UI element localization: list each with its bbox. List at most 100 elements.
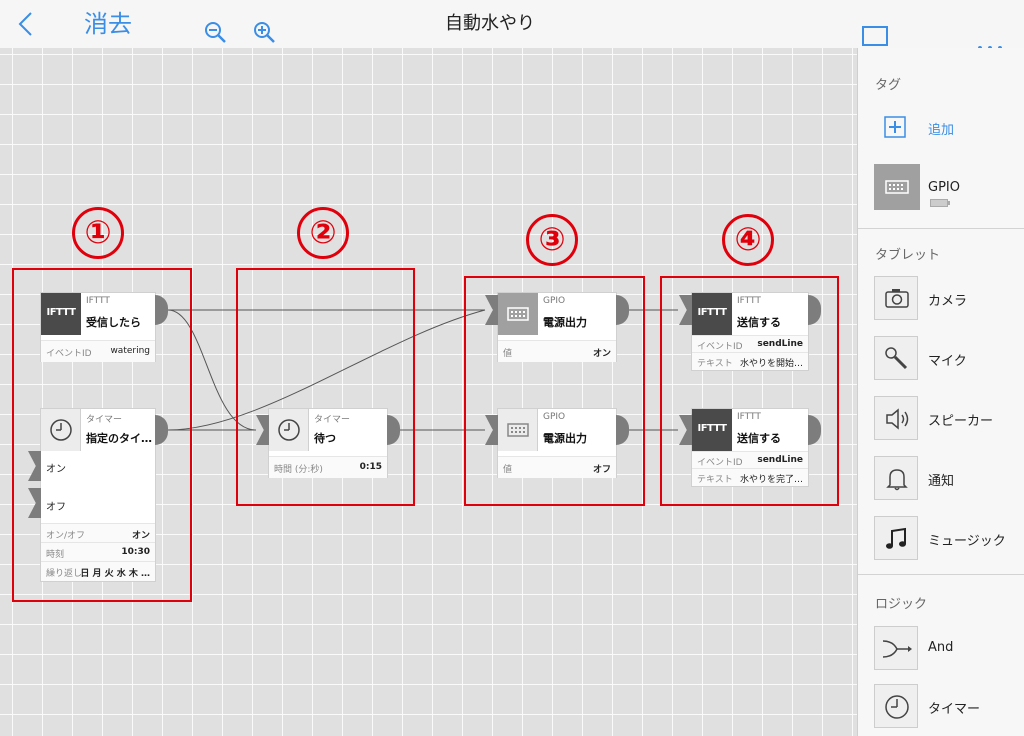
panel-button[interactable]	[862, 14, 888, 62]
annotation-box-3	[464, 276, 645, 506]
zoom-out-button[interactable]	[203, 12, 227, 60]
node-property[interactable]: 時間 (分:秒) 0:15	[269, 456, 387, 478]
gpio-icon	[498, 409, 538, 451]
sidebar-item-and[interactable]	[874, 626, 918, 670]
ifttt-icon: IFTTT	[41, 293, 81, 335]
property-key: 時刻	[46, 550, 65, 560]
music-note-icon	[886, 527, 906, 549]
clock-icon	[885, 695, 909, 719]
speaker-icon	[886, 408, 909, 430]
output-port[interactable]	[387, 415, 400, 445]
section-header-logic: ロジック	[875, 597, 928, 612]
node-ifttt-receive[interactable]: IFTTT IFTTT 受信したら イベントID watering	[41, 293, 155, 362]
node-property[interactable]: イベントID sendLine	[692, 335, 808, 353]
node-name: 指定のタイ…	[86, 432, 152, 445]
gpio-icon	[874, 164, 920, 210]
property-key: テキスト	[697, 359, 733, 369]
annotation-number-3: ③	[526, 214, 578, 266]
camera-icon	[885, 289, 909, 308]
output-port[interactable]	[616, 295, 629, 325]
back-button[interactable]	[16, 0, 36, 64]
node-property[interactable]: イベントID sendLine	[692, 451, 808, 469]
node-property[interactable]: イベントID watering	[41, 340, 155, 362]
delete-button[interactable]: 消去	[84, 10, 132, 38]
node-ifttt-send-complete[interactable]: IFTTT IFTTT 送信する イベントID sendLine テキスト 水や…	[692, 409, 808, 486]
node-type: GPIO	[543, 412, 566, 422]
gpio-label: GPIO	[928, 180, 960, 195]
add-tag-button[interactable]: 追加	[884, 116, 1004, 140]
node-name: 待つ	[314, 432, 336, 445]
node-type: IFTTT	[737, 412, 761, 422]
node-gpio-power-on[interactable]: GPIO 電源出力 値 オン	[498, 293, 616, 362]
property-key: イベントID	[46, 349, 92, 359]
property-value: 水やりを開始…	[739, 359, 803, 369]
property-value: オフ	[592, 465, 611, 475]
annotation-number-4: ④	[722, 214, 774, 266]
node-property[interactable]: テキスト 水やりを開始…	[692, 352, 808, 370]
property-value: 10:30	[121, 547, 150, 557]
node-type: タイマー	[86, 415, 123, 425]
and-merge-icon	[882, 640, 912, 658]
off-output-label: オフ	[46, 502, 66, 513]
annotation-number-1: ①	[72, 207, 124, 259]
node-timer-wait[interactable]: タイマー 待つ 時間 (分:秒) 0:15	[269, 409, 387, 478]
output-port[interactable]	[808, 415, 821, 445]
property-value: 0:15	[359, 462, 382, 472]
page-title: 自動水やり	[445, 13, 535, 34]
node-gpio-power-off[interactable]: GPIO 電源出力 値 オフ	[498, 409, 616, 478]
sidebar-item-camera[interactable]	[874, 276, 918, 320]
node-name: 送信する	[737, 432, 781, 445]
property-key: 値	[503, 349, 513, 359]
zoom-in-icon	[254, 22, 275, 43]
chevron-left-icon	[18, 12, 32, 36]
property-key: 時間 (分:秒)	[274, 465, 323, 475]
panel-icon	[862, 26, 888, 46]
output-port[interactable]	[808, 295, 821, 325]
property-key: イベントID	[697, 458, 743, 468]
property-value: sendLine	[757, 455, 803, 465]
annotation-number-2: ②	[297, 207, 349, 259]
property-key: テキスト	[697, 475, 733, 485]
connection-lines	[167, 309, 678, 431]
bell-icon	[886, 469, 908, 491]
property-value: 水やりを完了…	[739, 475, 803, 485]
annotation-box-2	[236, 268, 415, 506]
output-port[interactable]	[616, 415, 629, 445]
node-property[interactable]: 値 オン	[498, 340, 616, 362]
sidebar-item-speaker[interactable]	[874, 396, 918, 440]
sidebar-item-timer[interactable]	[874, 684, 918, 728]
node-property[interactable]: 繰り返し 日 月 火 水 木 …	[41, 561, 155, 581]
node-name: 電源出力	[543, 432, 587, 445]
node-property[interactable]: テキスト 水やりを完了…	[692, 468, 808, 486]
node-property[interactable]: オン/オフ オン	[41, 523, 155, 543]
add-tag-label: 追加	[928, 123, 955, 138]
flow-canvas[interactable]: ① ② ③ ④ IFTTT IFTTT 受信したら イベントID waterin…	[0, 48, 857, 736]
output-port[interactable]	[155, 295, 168, 325]
plus-icon	[884, 116, 906, 138]
node-ifttt-send-start[interactable]: IFTTT IFTTT 送信する イベントID sendLine テキスト 水や…	[692, 293, 808, 370]
ifttt-icon: IFTTT	[692, 409, 732, 451]
top-toolbar: 消去 自動水やり	[0, 0, 1024, 50]
node-timer-schedule[interactable]: タイマー 指定のタイ… オン オフ オン/オフ オン 時刻 10:30 繰り返し…	[41, 409, 155, 581]
sidebar-item-notification[interactable]	[874, 456, 918, 500]
divider	[858, 574, 1024, 575]
tag-gpio[interactable]: GPIO	[874, 164, 1014, 212]
node-name: 送信する	[737, 316, 781, 329]
node-property[interactable]: 値 オフ	[498, 456, 616, 478]
sidebar-item-label: カメラ	[928, 294, 968, 309]
sidebar-item-label: マイク	[928, 354, 967, 369]
sidebar-item-music[interactable]	[874, 516, 918, 560]
node-type: GPIO	[543, 296, 566, 306]
output-port[interactable]	[155, 415, 168, 445]
node-type: タイマー	[314, 415, 351, 425]
clock-icon	[41, 409, 81, 451]
annotation-box-4	[660, 276, 839, 506]
on-output-label: オン	[46, 464, 66, 475]
property-value: 日 月 火 水 木 …	[80, 569, 150, 579]
property-key: オン/オフ	[46, 531, 86, 541]
zoom-out-icon	[205, 22, 226, 43]
node-type: IFTTT	[737, 296, 761, 306]
node-property[interactable]: 時刻 10:30	[41, 542, 155, 562]
zoom-in-button[interactable]	[252, 12, 276, 60]
sidebar-item-mic[interactable]	[874, 336, 918, 380]
